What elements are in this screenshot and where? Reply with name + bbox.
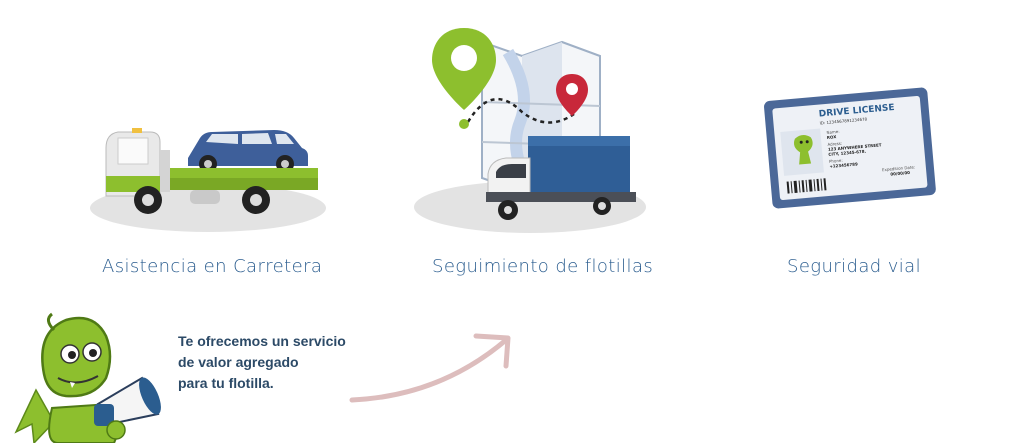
service-label-fleet-tracking: Seguimiento de flotillas [432, 256, 654, 277]
license-address-value-1: 123 ANYWHERE STREET [828, 142, 882, 152]
license-name-label: Name: [826, 129, 840, 135]
service-label-roadside-assistance: Asistencia en Carretera [102, 256, 323, 277]
promo-line-2: de valor agregado [178, 354, 299, 370]
license-phone-value: +123456789 [829, 161, 858, 168]
curved-arrow-icon [349, 333, 511, 403]
license-id: ID: 1234567891234678 [819, 116, 867, 125]
license-address-value-2: CITY, 12345-678. [828, 149, 867, 157]
license-expedition-label: Expedition Date: [882, 164, 916, 172]
dragon-mascot-megaphone-icon [14, 312, 161, 443]
fleet-tracking-map-icon [414, 28, 646, 233]
license-name-value: ROX [827, 134, 837, 140]
promo-line-3: para tu flotilla. [178, 375, 274, 391]
license-expedition-value: 00/00/00 [890, 170, 910, 177]
service-label-road-safety: Seguridad vial [787, 256, 921, 277]
promo-line-1: Te ofrecemos un servicio [178, 333, 346, 349]
drive-license-card-icon: DRIVE LICENSE ID: 1234567891234678 Name:… [764, 87, 936, 209]
license-address-label: Adress: [827, 141, 842, 147]
promo-text: Te ofrecemos un servicio de valor agrega… [178, 331, 378, 394]
tow-truck-icon [90, 128, 326, 232]
license-phone-label: Phone: [829, 158, 843, 164]
